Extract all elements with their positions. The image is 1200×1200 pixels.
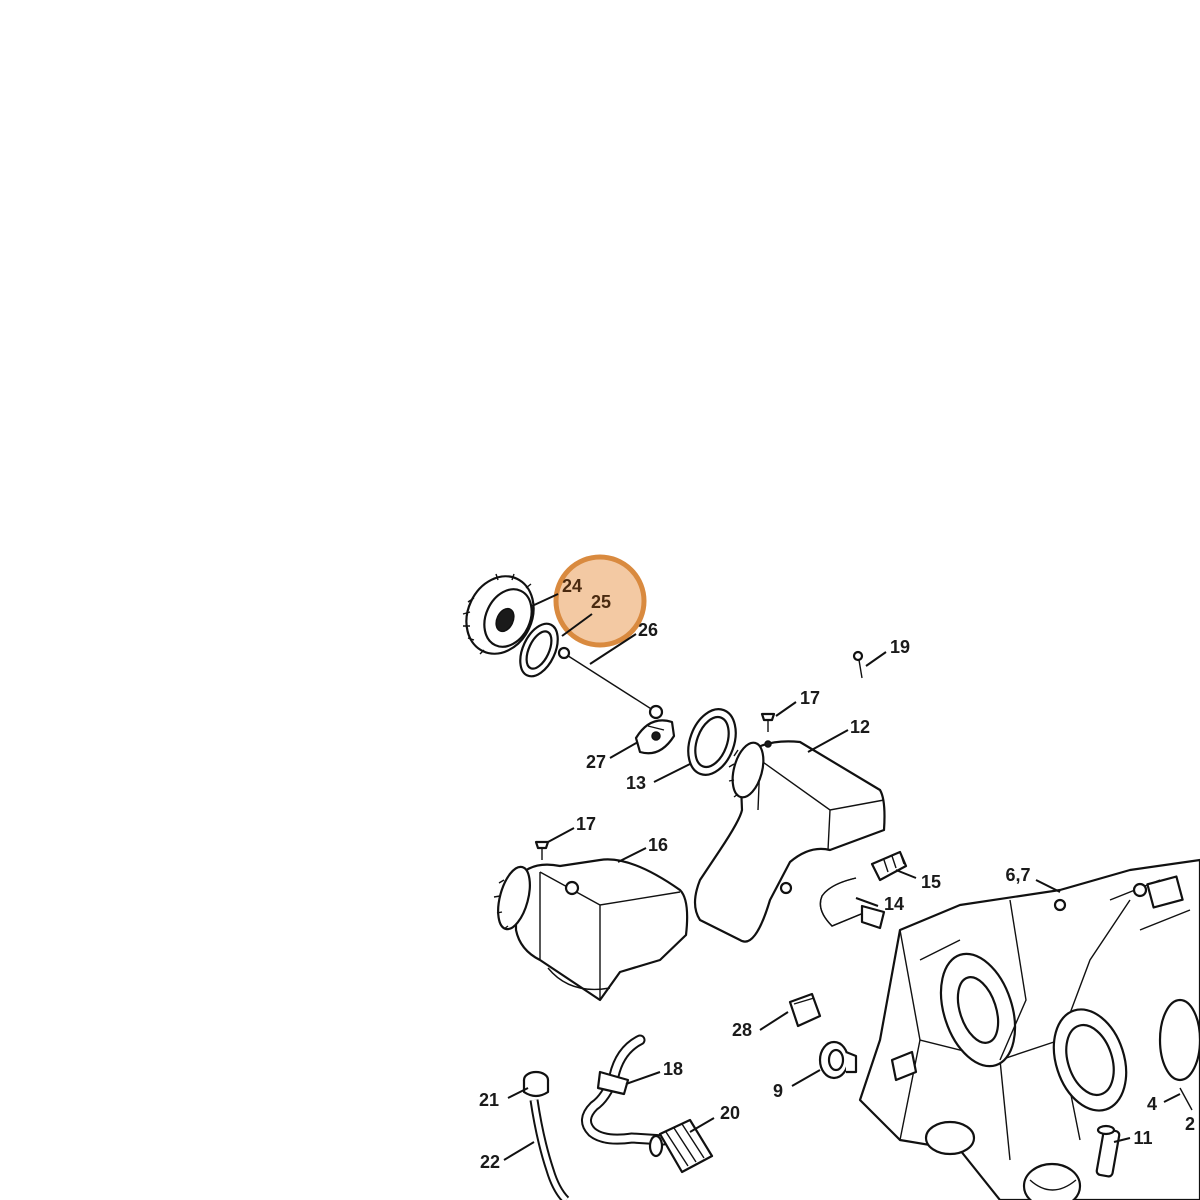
label-19[interactable]: 19 — [890, 637, 910, 657]
label-12[interactable]: 12 — [850, 717, 870, 737]
label-16[interactable]: 16 — [648, 835, 668, 855]
part-22-tube[interactable] — [529, 1099, 570, 1200]
label-9[interactable]: 9 — [773, 1081, 783, 1101]
part-21-grommet[interactable] — [522, 1070, 550, 1098]
label-27[interactable]: 27 — [586, 752, 606, 772]
part-16-tank[interactable] — [492, 858, 689, 1002]
part-24-tank-cap[interactable] — [454, 565, 546, 665]
part-13-gasket[interactable] — [680, 703, 745, 782]
label-6-7[interactable]: 6,7 — [1005, 865, 1030, 885]
crankcase[interactable] — [858, 858, 1200, 1200]
label-18[interactable]: 18 — [663, 1059, 683, 1079]
part-27-bracket[interactable] — [634, 719, 676, 755]
part-17-screw-left[interactable] — [534, 840, 550, 860]
label-20[interactable]: 20 — [720, 1103, 740, 1123]
part-12-housing[interactable] — [693, 739, 886, 943]
part-18-hose[interactable] — [581, 1034, 670, 1146]
label-26[interactable]: 26 — [638, 620, 658, 640]
part-9-bushing[interactable] — [818, 1040, 858, 1080]
label-17-top[interactable]: 17 — [800, 688, 820, 708]
label-15[interactable]: 15 — [921, 872, 941, 892]
part-bottom-grommet[interactable] — [1022, 1162, 1082, 1200]
part-11-sleeve[interactable] — [1095, 1124, 1121, 1178]
label-13[interactable]: 13 — [626, 773, 646, 793]
label-17-left[interactable]: 17 — [576, 814, 596, 834]
label-22[interactable]: 22 — [480, 1152, 500, 1172]
part-4-stud[interactable] — [1179, 1087, 1193, 1111]
part-17-screw-top[interactable] — [760, 712, 776, 732]
label-24[interactable]: 24 — [562, 576, 582, 596]
label-28[interactable]: 28 — [732, 1020, 752, 1040]
part-20-filter[interactable] — [648, 1118, 714, 1174]
highlight-marker — [553, 554, 647, 648]
label-25[interactable]: 25 — [591, 592, 611, 612]
label-21[interactable]: 21 — [479, 1090, 499, 1110]
part-14-hose[interactable] — [819, 877, 886, 930]
part-28-grommet[interactable] — [788, 992, 822, 1028]
part-19-pin[interactable] — [852, 650, 864, 679]
label-14[interactable]: 14 — [884, 894, 904, 914]
part-25-seal-ring[interactable] — [513, 618, 566, 682]
part-26-pin[interactable] — [557, 646, 664, 720]
part-15-adapter[interactable] — [870, 850, 908, 882]
